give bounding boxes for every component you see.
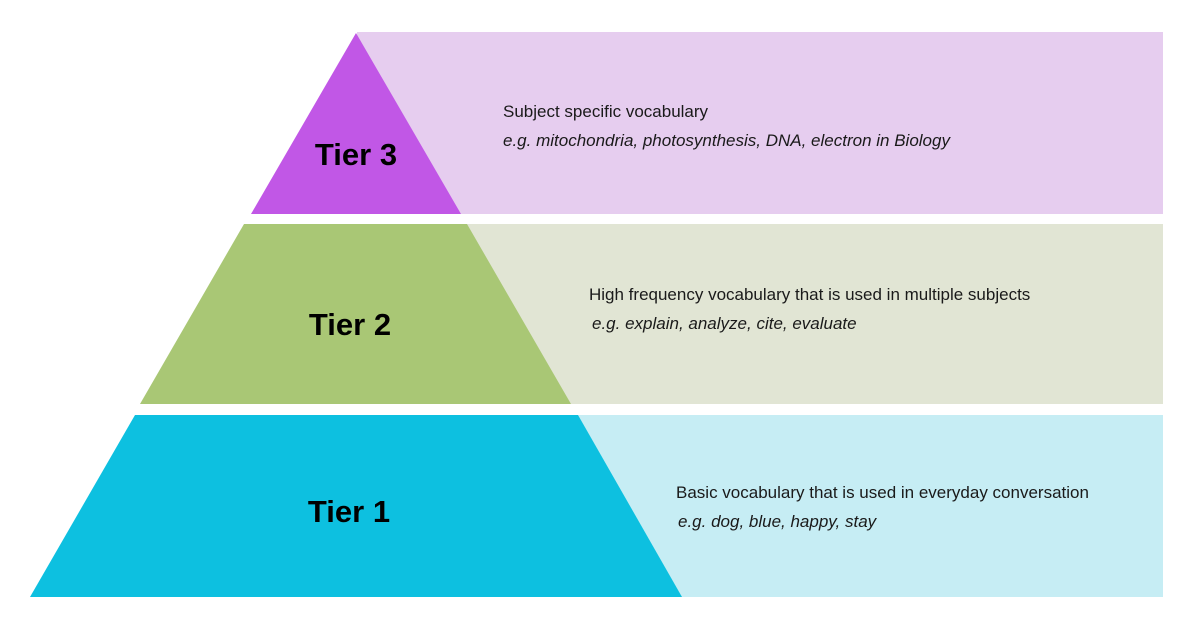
tier-3-shape [251,33,461,214]
tier-2-label: Tier 2 [309,307,391,342]
tier-1-label: Tier 1 [308,494,390,529]
tier-2-example: e.g. explain, analyze, cite, evaluate [592,314,857,333]
tier-1-example: e.g. dog, blue, happy, stay [678,512,877,531]
tier-3-description: Subject specific vocabulary [503,102,709,121]
tier-2-shape [140,224,571,404]
tier-3-band [357,32,1163,214]
tier-2-band [466,224,1163,404]
tier-1-shape [30,415,682,597]
tier-1-description: Basic vocabulary that is used in everyda… [676,483,1089,502]
tier-1-band [577,415,1163,597]
tier-1-description-block: Basic vocabulary that is used in everyda… [676,481,1089,534]
tier-3-label: Tier 3 [315,137,397,172]
tier-3-example: e.g. mitochondria, photosynthesis, DNA, … [503,131,950,150]
tier-3-description-block: Subject specific vocabulary e.g. mitocho… [503,100,950,153]
tier-2-description-block: High frequency vocabulary that is used i… [589,283,1030,336]
tier-2-description: High frequency vocabulary that is used i… [589,285,1031,304]
